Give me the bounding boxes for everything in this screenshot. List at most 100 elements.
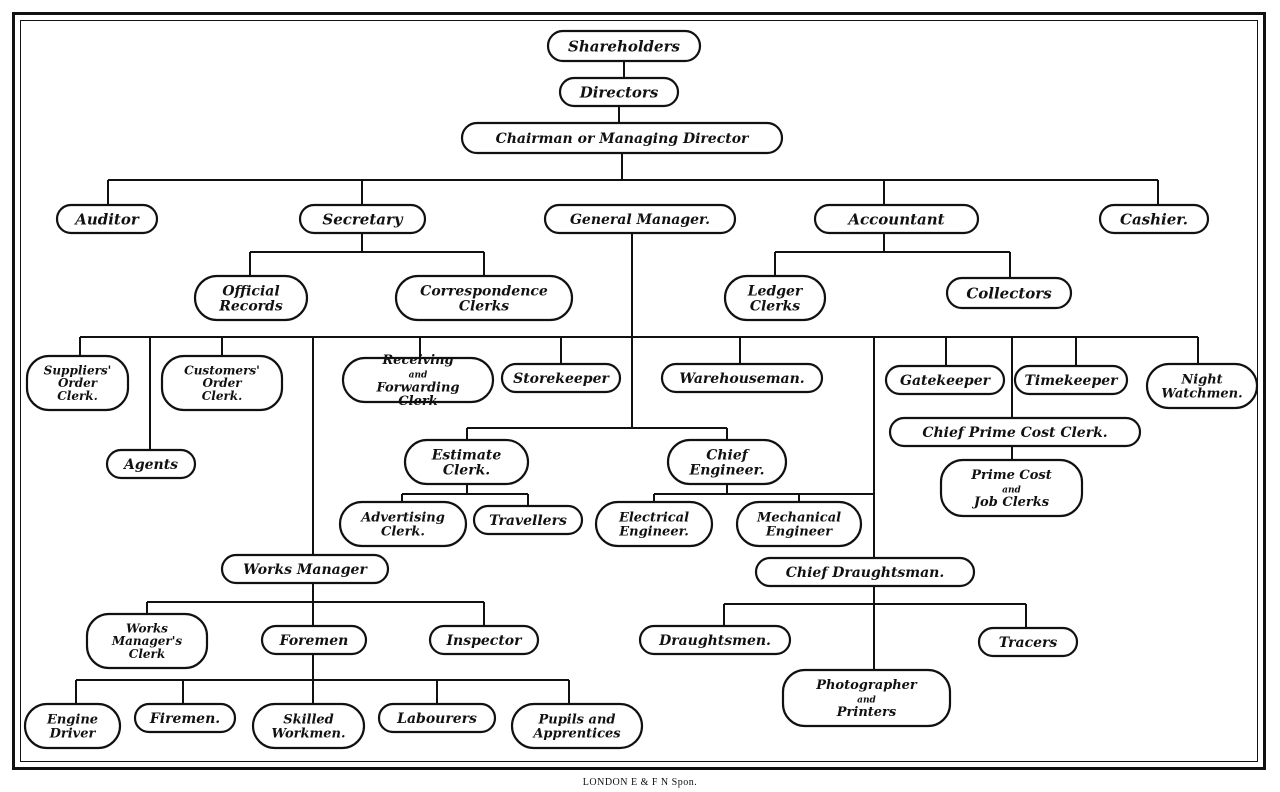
node-chief-draughtsman: Chief Draughtsman. xyxy=(754,556,976,588)
node-label: Engineer. xyxy=(618,524,689,539)
node-label: Foremen xyxy=(279,633,349,649)
node-label: Shareholders xyxy=(568,37,680,55)
node-label: Clerk. xyxy=(57,389,98,403)
node-label: Workmen. xyxy=(271,726,345,741)
node-box xyxy=(160,354,284,412)
node-collectors: Collectors xyxy=(945,276,1073,310)
node-tracers: Tracers xyxy=(977,626,1079,658)
node-label: Storekeeper xyxy=(513,371,610,387)
node-label: and xyxy=(857,696,876,706)
node-box xyxy=(85,612,209,670)
node-warehouseman: Warehouseman. xyxy=(660,362,824,394)
node-label: Firemen. xyxy=(149,711,220,727)
node-auditor: Auditor xyxy=(55,203,159,235)
node-label: Estimate xyxy=(431,448,502,464)
node-box xyxy=(781,668,952,728)
node-chairman: Chairman or Managing Director xyxy=(460,121,784,155)
node-box xyxy=(394,274,574,322)
node-label: Official xyxy=(222,284,279,300)
node-agents: Agents xyxy=(105,448,197,480)
node-box xyxy=(251,702,366,750)
outer-border xyxy=(12,12,1266,770)
node-label: Suppliers' xyxy=(44,364,112,378)
node-label: Secretary xyxy=(322,210,404,228)
node-label: Pupils and xyxy=(537,713,615,728)
node-label: General Manager. xyxy=(570,212,710,228)
node-label: Timekeeper xyxy=(1024,373,1119,389)
node-box xyxy=(666,438,788,486)
connector-lines xyxy=(75,61,1199,704)
node-box xyxy=(193,274,309,322)
node-label: and xyxy=(409,371,428,381)
node-cashier: Cashier. xyxy=(1098,203,1210,235)
node-label: Clerk. xyxy=(202,389,243,403)
node-shareholders: Shareholders xyxy=(546,29,702,63)
node-box xyxy=(460,121,784,155)
node-labourers: Labourers xyxy=(377,702,497,734)
node-label: Inspector xyxy=(445,633,523,649)
node-label: Skilled xyxy=(283,713,334,728)
node-label: Apprentices xyxy=(531,726,621,741)
node-label: Chairman or Managing Director xyxy=(496,131,750,147)
node-box xyxy=(55,203,159,235)
node-works-manager: Works Manager xyxy=(220,553,390,585)
node-box xyxy=(510,702,644,750)
node-label: Receiving xyxy=(381,353,453,368)
node-label: Ledger xyxy=(747,284,804,300)
node-label: Chief xyxy=(706,448,751,464)
node-label: Driver xyxy=(49,726,97,741)
node-label: Clerk. xyxy=(443,462,490,478)
node-label: Engine xyxy=(46,713,98,728)
node-label: Chief Draughtsman. xyxy=(786,565,944,581)
node-inspector: Inspector xyxy=(428,624,540,656)
node-box xyxy=(377,702,497,734)
node-box xyxy=(888,416,1142,448)
node-box xyxy=(23,702,122,750)
node-label: Forwarding xyxy=(375,380,459,395)
node-label: Clerk. xyxy=(381,524,425,539)
node-label: Chief Prime Cost Clerk. xyxy=(922,425,1107,441)
node-box xyxy=(500,362,622,394)
node-label: Printers xyxy=(836,705,897,720)
node-box xyxy=(813,203,980,235)
node-label: Engineer. xyxy=(689,462,765,478)
node-travellers: Travellers xyxy=(472,504,584,536)
node-timekeeper: Timekeeper xyxy=(1013,364,1129,396)
node-box xyxy=(472,504,584,536)
node-box xyxy=(1145,362,1259,410)
node-label: Correspondence xyxy=(420,284,548,300)
node-label: Warehouseman. xyxy=(679,371,804,387)
node-box xyxy=(133,702,237,734)
node-label: Engineer xyxy=(765,524,833,539)
node-box xyxy=(341,356,495,404)
node-draughtsmen: Draughtsmen. xyxy=(638,624,792,656)
node-label: Labourers xyxy=(396,711,477,727)
node-general-manager: General Manager. xyxy=(543,203,737,235)
node-secretary: Secretary xyxy=(298,203,427,235)
node-box xyxy=(558,76,680,108)
node-box xyxy=(660,362,824,394)
node-box xyxy=(260,624,368,656)
node-box xyxy=(403,438,530,486)
node-box xyxy=(945,276,1073,310)
node-box xyxy=(1013,364,1129,396)
node-label: Clerks xyxy=(750,298,800,314)
node-label: Agents xyxy=(122,457,178,473)
node-box xyxy=(25,354,130,412)
node-box xyxy=(543,203,737,235)
